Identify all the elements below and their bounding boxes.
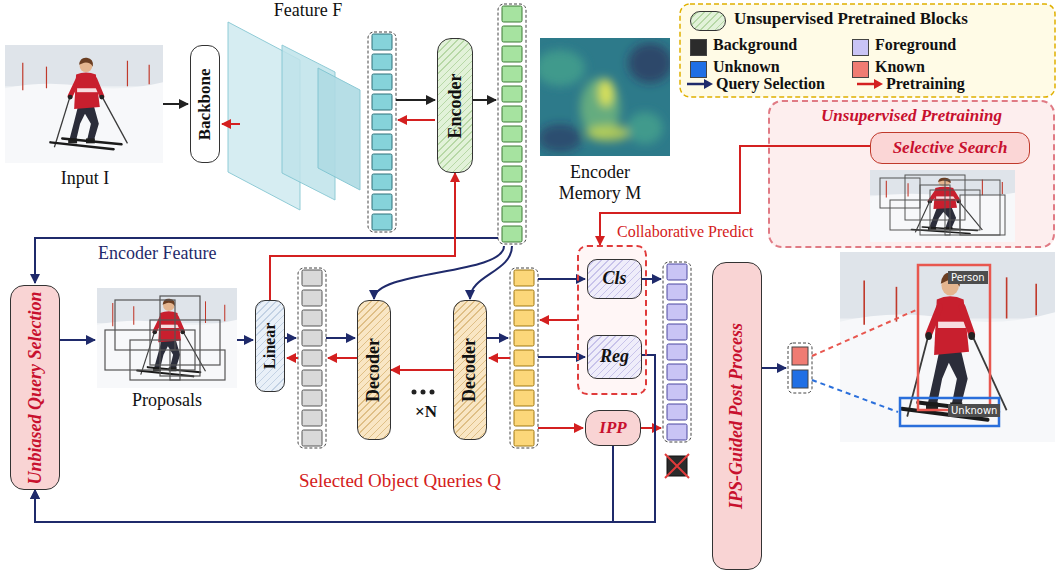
legend-text: Background xyxy=(713,36,797,54)
selective-search-box: Selective Search xyxy=(870,132,1030,164)
legend-swatch xyxy=(690,39,707,56)
attention-heatmap xyxy=(535,38,672,156)
edge-label-holder: Selected Object Queries Q xyxy=(250,470,550,492)
connector-arrow xyxy=(35,446,613,522)
connector-arrow xyxy=(391,369,453,371)
legend-text-holder: Known xyxy=(875,58,925,76)
search-photo xyxy=(870,170,1015,242)
node-label: IPP xyxy=(599,419,626,438)
class-tag: Person xyxy=(948,271,988,284)
legend-text-holder: Unknown xyxy=(713,58,780,76)
input-caption: Input I xyxy=(25,168,145,189)
group-fill xyxy=(577,245,647,395)
legend-text-holder: Background xyxy=(713,36,797,54)
node-label: Selective Search xyxy=(893,139,1008,158)
node-label: Encoder xyxy=(445,42,465,169)
legend-arrow xyxy=(686,78,714,90)
backbone-block: Backbone xyxy=(190,45,220,163)
legend-text: Foreground xyxy=(875,36,956,54)
legend-text-holder: Pretraining xyxy=(886,75,965,93)
legend-arrow xyxy=(856,78,884,90)
proposal-boxes xyxy=(105,296,225,380)
encoder-feature-label-holder: Encoder Feature xyxy=(98,243,238,264)
legend-text: Pretraining xyxy=(886,75,965,93)
known-box xyxy=(918,265,990,410)
legend-text: Unsupervised Pretrained Blocks xyxy=(734,9,968,29)
class-tag: Unknown xyxy=(948,404,1000,417)
encoder-block: Encoder xyxy=(437,38,473,173)
class-tag-holder: Person xyxy=(948,267,988,285)
legend-swatch xyxy=(690,11,726,31)
node-label: Unsupervised Pretraining xyxy=(770,102,1053,126)
feature-caption: Feature F xyxy=(258,0,358,21)
node-label: Decoder xyxy=(364,304,384,436)
region-fill xyxy=(768,100,1055,248)
node-label: Decoder xyxy=(460,304,480,436)
collaborative-predict-group: Collaborative PredictClsReg xyxy=(577,245,647,395)
legend-text: Known xyxy=(875,58,925,76)
class-tag-holder: Unknown xyxy=(948,400,1000,418)
proposals-caption: Proposals xyxy=(107,390,227,411)
proposals-caption-holder: Proposals xyxy=(107,390,227,411)
legend-text-holder: Query Selection xyxy=(716,75,825,93)
legend-swatch xyxy=(852,39,869,56)
node-label: Linear xyxy=(261,304,279,388)
node-label: Collaborative Predict xyxy=(617,223,753,241)
node-label: IPS-Guided Post Process xyxy=(727,266,747,566)
connector-arrow xyxy=(35,355,655,522)
encoder-feature-label: Encoder Feature xyxy=(98,243,238,264)
input-photo xyxy=(5,45,163,163)
memory-caption-holder: Encoder Memory M xyxy=(550,162,650,203)
node-label: Unbiased Query Selection xyxy=(25,289,45,486)
node-label: Backbone xyxy=(196,49,215,159)
proposals-photo xyxy=(97,288,237,388)
reg-head: Reg xyxy=(587,335,642,379)
input-caption-holder: Input I xyxy=(25,168,145,189)
node-label: Reg xyxy=(600,347,629,367)
repeat-count: ×N xyxy=(404,402,448,422)
legend-text: Unknown xyxy=(713,58,780,76)
query-selection-block: Unbiased Query Selection xyxy=(10,285,60,490)
output-photo xyxy=(840,252,1055,442)
ipp-block: IPP xyxy=(585,410,641,446)
feature-caption-holder: Feature F xyxy=(258,0,358,21)
legend-swatch xyxy=(852,61,869,78)
feature-maps xyxy=(228,22,360,210)
connector-arrow xyxy=(270,173,455,300)
node-label: Cls xyxy=(602,269,626,289)
decoder-block: Decoder xyxy=(357,300,391,440)
memory-caption: Encoder Memory M xyxy=(550,162,650,203)
post-process-block: IPS-Guided Post Process xyxy=(712,262,762,570)
edge-label: Selected Object Queries Q xyxy=(250,470,550,492)
search-boxes xyxy=(880,175,1005,235)
legend-text: Query Selection xyxy=(716,75,825,93)
repeat-dots xyxy=(412,390,435,395)
pretraining-region: Unsupervised PretrainingSelective Search xyxy=(768,100,1055,248)
legend-panel xyxy=(680,4,1055,97)
legend-text-holder: Unsupervised Pretrained Blocks xyxy=(734,9,968,29)
legend-swatch xyxy=(690,61,707,78)
legend-text-holder: Foreground xyxy=(875,36,956,54)
linear-block: Linear xyxy=(255,300,285,392)
decoder-block: Decoder xyxy=(453,300,487,440)
repeat-count-holder: ×N xyxy=(404,402,448,422)
cls-head: Cls xyxy=(587,259,642,299)
